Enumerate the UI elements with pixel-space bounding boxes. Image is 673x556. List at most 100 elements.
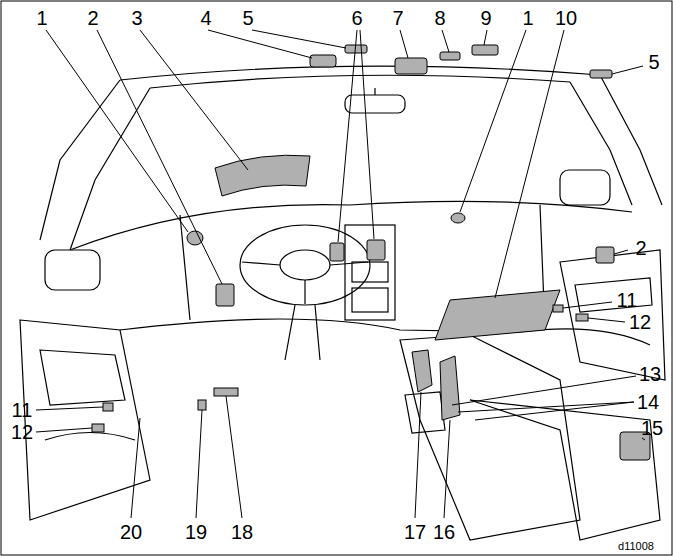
highlighted-parts-shape: [198, 400, 206, 410]
leader-lines-shape: [140, 30, 248, 170]
leader-lines-shape: [97, 30, 222, 284]
leader-lines: [36, 30, 645, 518]
cabin-outline-shape: [405, 392, 445, 433]
callout-number: 13: [637, 363, 663, 385]
cabin-outline-shape: [280, 250, 330, 280]
leader-lines-shape: [196, 410, 202, 518]
callout-number: 8: [432, 7, 447, 29]
cabin-outline-shape: [285, 305, 320, 360]
callout-number: 5: [240, 7, 255, 29]
cabin-outline-shape: [70, 201, 632, 250]
callout-number: 20: [118, 521, 144, 543]
highlighted-parts-shape: [367, 240, 385, 260]
highlighted-parts-shape: [590, 70, 612, 78]
leader-lines-shape: [400, 30, 408, 58]
cabin-outline-shape: [345, 95, 405, 113]
cabin-outline-shape: [120, 319, 650, 345]
highlighted-parts: [92, 45, 650, 460]
cabin-outline-shape: [470, 400, 660, 540]
cabin-outline-shape: [120, 66, 600, 80]
callout-number: 10: [553, 7, 579, 29]
leader-lines-shape: [484, 30, 487, 45]
callout-number: 11: [615, 289, 640, 311]
cabin-outline-shape: [180, 215, 190, 320]
cabin-outline-shape: [40, 80, 120, 240]
highlighted-parts-shape: [576, 314, 588, 321]
leader-lines-shape: [452, 376, 636, 405]
highlighted-parts-shape: [412, 350, 432, 392]
leader-lines-shape: [338, 30, 374, 242]
highlighted-parts-shape: [440, 356, 460, 420]
highlighted-parts-shape: [215, 155, 310, 196]
callout-number: 14: [635, 391, 661, 413]
leader-lines-shape: [415, 392, 421, 518]
highlighted-parts-shape: [330, 243, 344, 261]
figure-code: d11008: [616, 540, 656, 553]
leader-lines-shape: [252, 30, 346, 48]
highlighted-parts-shape: [395, 58, 427, 74]
highlighted-parts-shape: [92, 424, 104, 432]
highlighted-parts-shape: [216, 284, 234, 306]
leader-lines-shape: [460, 30, 526, 212]
cabin-outline-shape: [600, 75, 662, 205]
callout-number: 16: [431, 521, 457, 543]
cabin-outline-shape: [40, 350, 125, 405]
leader-lines-shape: [563, 302, 612, 308]
leader-lines-shape: [226, 396, 242, 518]
cabin-outline-shape: [45, 433, 135, 441]
callout-number: 2: [633, 237, 648, 259]
callout-number: 2: [85, 7, 100, 29]
highlighted-parts-shape: [214, 388, 238, 396]
highlighted-parts-shape: [103, 403, 113, 411]
highlighted-parts-shape: [553, 305, 563, 312]
callout-number: 1: [520, 7, 535, 29]
cabin-outline-shape: [560, 170, 610, 205]
callout-number: 6: [349, 7, 364, 29]
highlighted-parts-shape: [472, 45, 498, 55]
callout-number: 18: [229, 521, 255, 543]
cabin-outline-shape: [240, 225, 370, 305]
leader-lines-shape: [131, 418, 140, 518]
callout-number: 15: [639, 417, 665, 439]
cabin-outline-shape: [570, 82, 632, 205]
callout-number: 4: [198, 7, 213, 29]
callout-number: 11: [10, 399, 35, 421]
cabin-outline-shape: [575, 278, 652, 312]
callout-number: 9: [478, 7, 493, 29]
leader-lines-shape: [208, 30, 312, 58]
callout-number: 1: [34, 7, 49, 29]
cabin-outline-shape: [45, 250, 100, 290]
callout-number: 7: [390, 7, 405, 29]
cabin-outline-shape: [400, 335, 580, 540]
cabin-outline-shape: [242, 262, 368, 304]
callout-number: 5: [646, 51, 661, 73]
leader-lines-shape: [495, 30, 564, 298]
callout-number: 12: [9, 421, 35, 443]
leader-lines-shape: [444, 420, 450, 518]
callout-number: 17: [402, 521, 428, 543]
leader-lines-shape: [588, 318, 625, 322]
cabin-outline-shape: [345, 225, 395, 320]
callout-number: 12: [627, 311, 653, 333]
leader-lines-shape: [36, 428, 92, 432]
callout-number: 3: [129, 7, 144, 29]
highlighted-parts-shape: [451, 213, 465, 223]
highlighted-parts-shape: [310, 55, 336, 67]
leader-lines-shape: [46, 30, 188, 232]
cabin-outline-shape: [374, 88, 375, 95]
cabin-outline-shape: [352, 288, 388, 312]
highlighted-parts-shape: [596, 247, 614, 263]
leader-lines-shape: [36, 407, 103, 410]
leader-lines-shape: [614, 250, 628, 254]
cabin-outline: [20, 66, 665, 540]
highlighted-parts-shape: [440, 52, 460, 60]
callout-number: 19: [183, 521, 209, 543]
leader-lines-shape: [442, 30, 449, 52]
cabin-outline-shape: [560, 250, 665, 380]
highlighted-parts-shape: [187, 231, 203, 245]
cabin-outline-shape: [20, 320, 150, 520]
leader-lines-shape: [612, 66, 643, 74]
